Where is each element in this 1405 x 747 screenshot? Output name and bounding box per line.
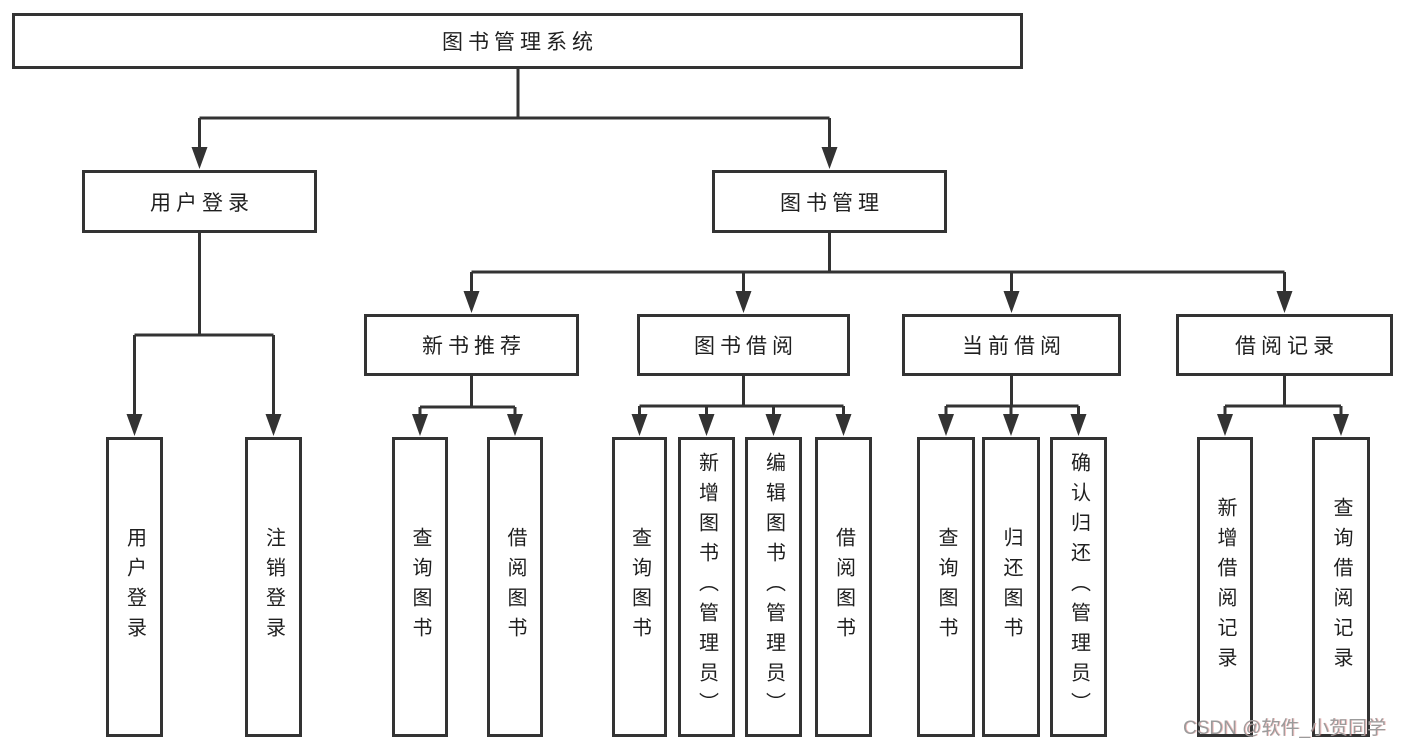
node-current-borrowing-label: 当前借阅 bbox=[962, 335, 1066, 358]
wire-recommend-to-leaves bbox=[418, 376, 517, 420]
leaf-borrow-add-books-admin-label: 新增图书（管理员） bbox=[695, 452, 718, 722]
node-library-system-label: 图书管理系统 bbox=[442, 31, 598, 54]
arrow-icon bbox=[631, 414, 648, 436]
leaf-current-query-books-label: 查询图书 bbox=[935, 527, 957, 647]
leaf-user-login: 用户登录 bbox=[106, 437, 163, 737]
leaf-current-confirm-return-admin-label: 确认归还（管理员） bbox=[1067, 452, 1090, 722]
leaf-current-return-books: 归还图书 bbox=[982, 437, 1040, 737]
leaf-logout: 注销登录 bbox=[245, 437, 302, 737]
node-book-management-label: 图书管理 bbox=[780, 191, 884, 215]
leaf-recommend-borrow-books-label: 借阅图书 bbox=[504, 527, 526, 647]
leaf-borrow-borrow-books: 借阅图书 bbox=[815, 437, 872, 737]
arrow-icon bbox=[1003, 414, 1019, 436]
node-book-management: 图书管理 bbox=[712, 170, 947, 233]
leaf-user-login-label: 用户登录 bbox=[123, 527, 146, 647]
arrow-icon bbox=[507, 414, 523, 436]
leaf-records-query-record-label: 查询借阅记录 bbox=[1330, 497, 1352, 677]
arrow-icon bbox=[191, 147, 208, 169]
arrow-icon bbox=[463, 291, 480, 313]
node-book-borrowing: 图书借阅 bbox=[637, 314, 850, 376]
arrow-icon bbox=[735, 291, 752, 313]
leaf-logout-label: 注销登录 bbox=[262, 527, 285, 647]
wire-borrow-to-leaves bbox=[638, 376, 845, 420]
arrow-icon bbox=[698, 414, 715, 436]
leaf-recommend-query-books: 查询图书 bbox=[392, 437, 448, 737]
leaf-borrow-query-books-label: 查询图书 bbox=[628, 527, 651, 647]
leaf-records-add-record-label: 新增借阅记录 bbox=[1214, 497, 1236, 677]
arrow-icon bbox=[412, 414, 428, 436]
arrow-icon bbox=[265, 414, 282, 436]
arrow-icon bbox=[1333, 414, 1349, 436]
leaf-recommend-query-books-label: 查询图书 bbox=[409, 527, 431, 647]
node-current-borrowing: 当前借阅 bbox=[902, 314, 1121, 376]
wire-current-to-leaves bbox=[944, 376, 1080, 420]
leaf-current-confirm-return-admin: 确认归还（管理员） bbox=[1050, 437, 1107, 737]
leaf-borrow-edit-books-admin-label: 编辑图书（管理员） bbox=[762, 452, 785, 722]
arrow-icon bbox=[1276, 291, 1293, 313]
node-new-book-recommend-label: 新书推荐 bbox=[422, 335, 526, 358]
leaf-borrow-borrow-books-label: 借阅图书 bbox=[832, 527, 855, 647]
node-borrowing-records: 借阅记录 bbox=[1176, 314, 1393, 376]
wire-login-to-leaves bbox=[133, 233, 275, 420]
node-library-system: 图书管理系统 bbox=[12, 13, 1023, 69]
wire-root-to-level2 bbox=[198, 69, 831, 152]
leaf-borrow-add-books-admin: 新增图书（管理员） bbox=[678, 437, 735, 737]
arrow-icon bbox=[765, 414, 782, 436]
leaf-borrow-query-books: 查询图书 bbox=[612, 437, 667, 737]
arrow-icon bbox=[1070, 414, 1087, 436]
wire-records-to-leaves bbox=[1223, 376, 1343, 420]
leaf-current-query-books: 查询图书 bbox=[917, 437, 975, 737]
watermark: CSDN @软件_小贺同学 bbox=[1183, 718, 1386, 739]
node-borrowing-records-label: 借阅记录 bbox=[1235, 335, 1339, 358]
node-user-login-label: 用户登录 bbox=[150, 191, 254, 215]
leaf-records-add-record: 新增借阅记录 bbox=[1197, 437, 1253, 737]
leaf-borrow-edit-books-admin: 编辑图书（管理员） bbox=[745, 437, 802, 737]
arrow-icon bbox=[938, 414, 954, 436]
node-user-login: 用户登录 bbox=[82, 170, 317, 233]
wire-management-to-level3 bbox=[470, 233, 1286, 296]
leaf-recommend-borrow-books: 借阅图书 bbox=[487, 437, 543, 737]
arrow-icon bbox=[1003, 291, 1020, 313]
node-book-borrowing-label: 图书借阅 bbox=[694, 335, 798, 358]
arrow-icon bbox=[126, 414, 143, 436]
leaf-records-query-record: 查询借阅记录 bbox=[1312, 437, 1370, 737]
node-new-book-recommend: 新书推荐 bbox=[364, 314, 579, 376]
arrow-icon bbox=[835, 414, 852, 436]
arrow-icon bbox=[1217, 414, 1233, 436]
arrow-icon bbox=[821, 147, 838, 169]
leaf-current-return-books-label: 归还图书 bbox=[1000, 527, 1022, 647]
